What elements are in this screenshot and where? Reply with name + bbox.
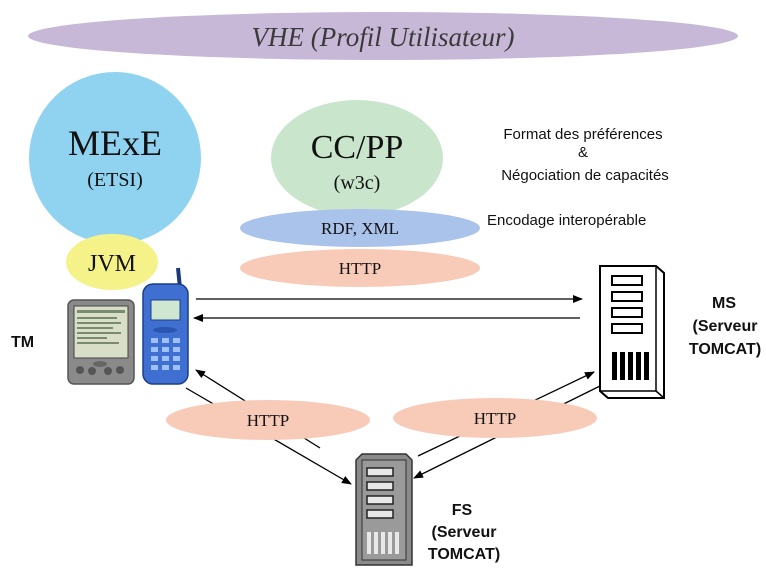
http-left-ellipse [166, 400, 370, 440]
ms-server-icon [599, 265, 665, 399]
mobile-phone-icon [142, 267, 189, 385]
vhe-banner [28, 12, 738, 60]
ccpp-ellipse [271, 100, 443, 216]
rdf-xml-label: RDF, XML [321, 219, 399, 238]
fs-server-icon [355, 453, 413, 566]
jvm-label: JVM [88, 251, 136, 277]
rdf-xml-ellipse [240, 209, 480, 247]
note-encodage: Encodage interopérable [487, 212, 646, 229]
tm-label: TM [11, 334, 34, 351]
ccpp-subtitle: (w3c) [334, 172, 381, 194]
note-ampersand: & [578, 144, 588, 161]
pda-icon [67, 299, 135, 385]
mexe-title: MExE [68, 123, 162, 163]
ms-label: MS [712, 295, 736, 312]
fs-label: FS [452, 502, 473, 519]
ccpp-title: CC/PP [311, 129, 404, 166]
http-top-ellipse [240, 249, 480, 287]
jvm-ellipse [66, 234, 158, 290]
http-left-label: HTTP [247, 411, 290, 430]
http-right-label: HTTP [474, 409, 517, 428]
fs-label-tomcat: TOMCAT) [428, 546, 500, 563]
http-top-label: HTTP [339, 259, 382, 278]
mexe-circle [29, 72, 201, 244]
fs-label-serveur: (Serveur [432, 524, 497, 541]
ms-label-tomcat: TOMCAT) [689, 341, 761, 358]
note-format: Format des préférences [503, 126, 662, 143]
mexe-subtitle: (ETSI) [87, 169, 143, 191]
vhe-banner-label: VHE (Profil Utilisateur) [252, 22, 515, 52]
ms-label-serveur: (Serveur [693, 318, 758, 335]
http-right-ellipse [393, 398, 597, 438]
note-negociation: Négociation de capacités [501, 167, 669, 184]
